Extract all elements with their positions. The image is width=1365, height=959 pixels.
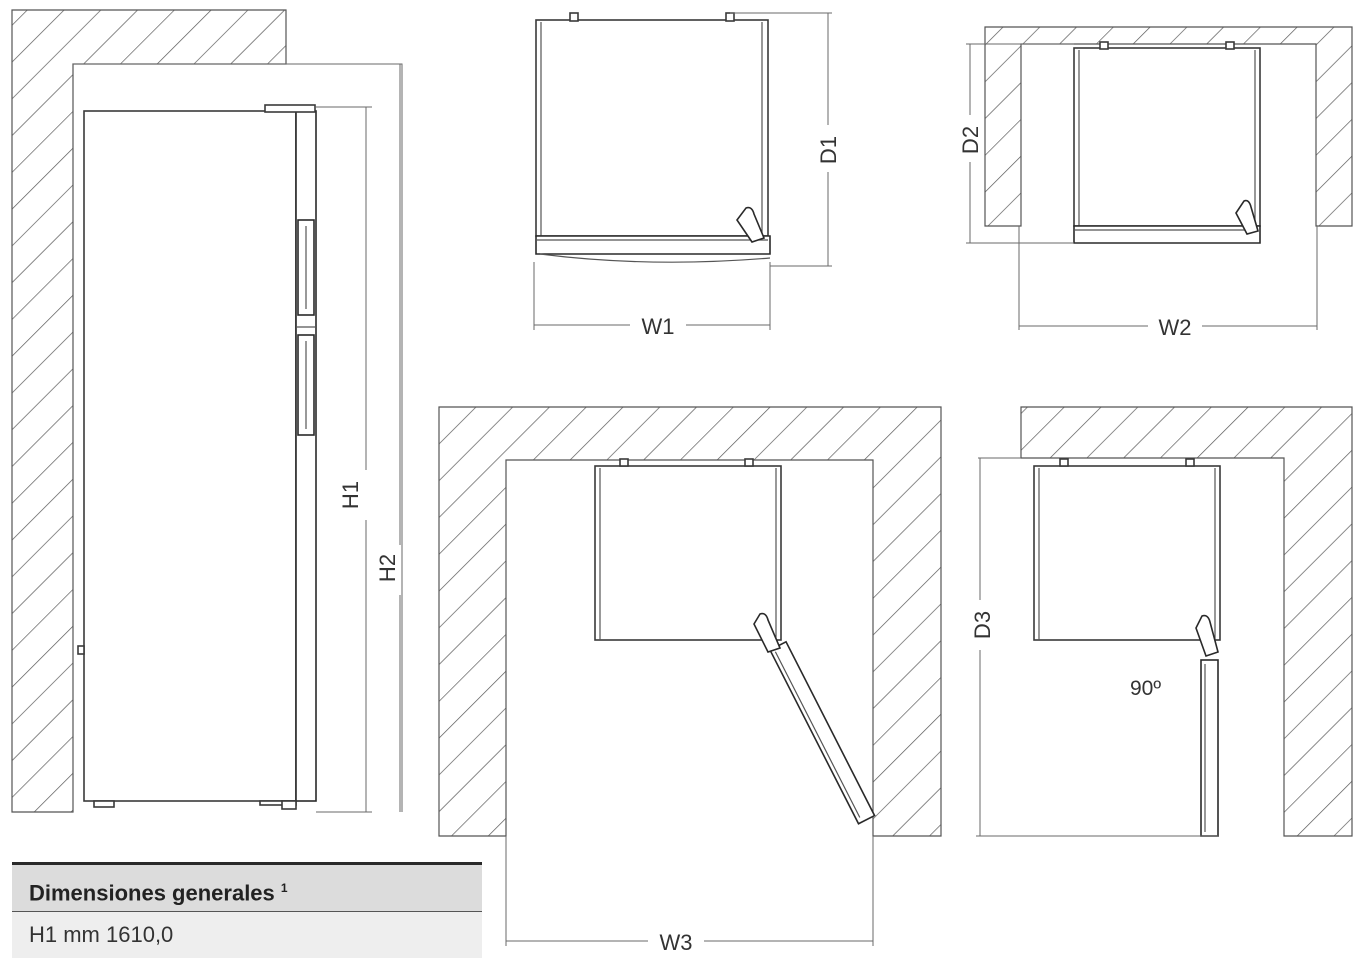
side-view: H1 H2 xyxy=(11,9,403,813)
niche-wall-hatch-w2 xyxy=(984,26,1353,227)
dimensions-table: Dimensiones generales 1 H1 mm 1610,0 xyxy=(12,862,482,958)
label-w1: W1 xyxy=(642,314,675,339)
table-header: Dimensiones generales 1 xyxy=(12,865,482,912)
table-title: Dimensiones generales xyxy=(29,880,275,906)
w3-open-door xyxy=(768,640,876,825)
side-door xyxy=(295,110,317,802)
table-footnote: 1 xyxy=(280,881,288,895)
top-view-d3: 90º D3 xyxy=(970,406,1353,837)
side-cabinet xyxy=(83,110,297,802)
label-h1: H1 xyxy=(338,481,363,509)
label-h2: H2 xyxy=(375,554,400,582)
d3-open-door xyxy=(1200,659,1219,837)
label-d1: D1 xyxy=(816,136,841,164)
side-niche-outline xyxy=(73,63,403,812)
niche-wall-hatch-w3 xyxy=(438,406,942,837)
label-d2: D2 xyxy=(958,126,983,154)
label-angle: 90º xyxy=(1130,677,1161,700)
table-row: H1 mm 1610,0 xyxy=(12,912,482,958)
label-w2: W2 xyxy=(1159,315,1192,340)
top-view-w1-d1: D1 W1 xyxy=(533,12,841,339)
side-top-hinge xyxy=(264,104,316,113)
label-d3: D3 xyxy=(970,611,995,639)
top-view-w3: W3 xyxy=(438,406,942,955)
top-view-w2-d2: D2 W2 xyxy=(958,26,1353,340)
label-w3: W3 xyxy=(660,930,693,955)
